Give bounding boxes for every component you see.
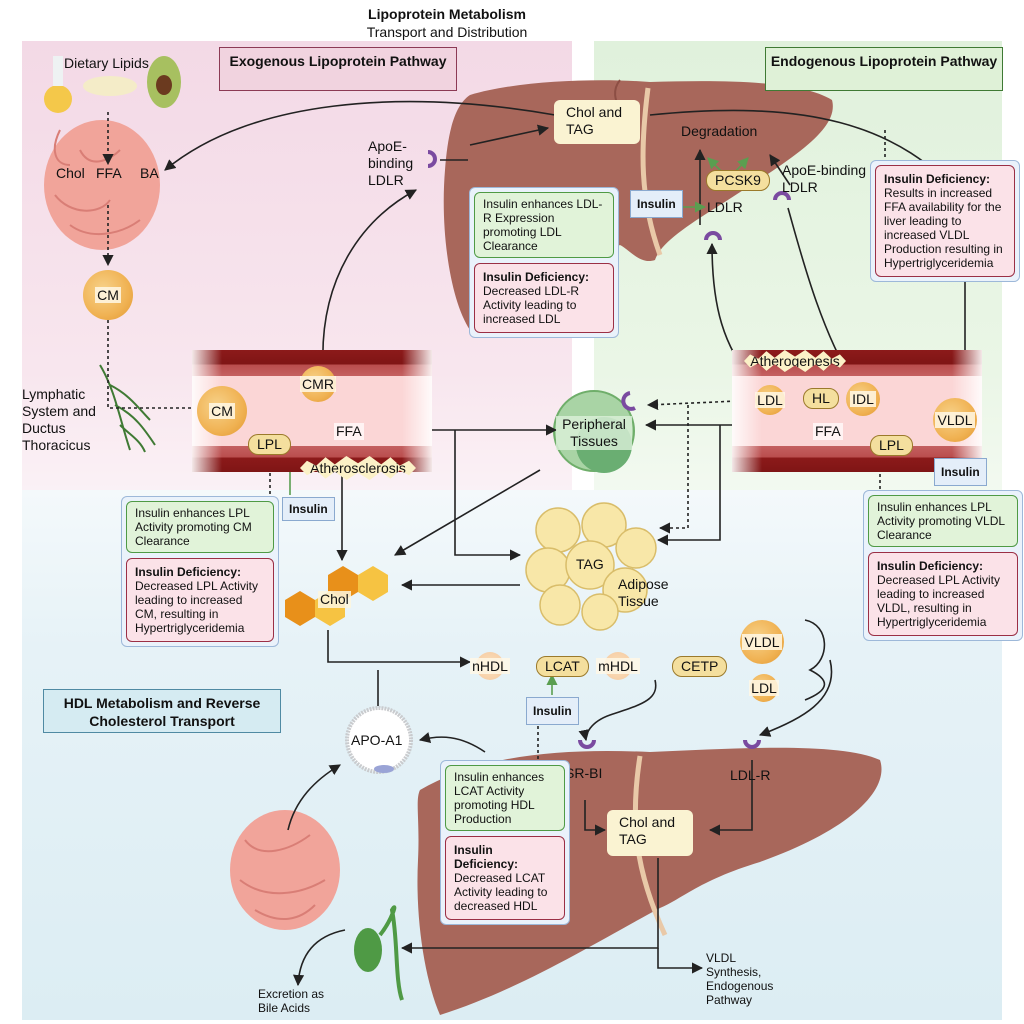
apoa1-ring [345, 706, 413, 774]
intestine-bottom-illustration [230, 810, 340, 930]
insulin-box-lpl-right: Insulin [934, 458, 987, 486]
ffa-label-right: FFA [813, 423, 843, 440]
exogenous-pathway-header: Exogenous Lipoprotein Pathway [219, 47, 457, 91]
lpl-enzyme-left: LPL [248, 434, 291, 455]
vldl-particle-hdl: VLDL [740, 620, 784, 664]
note-lcat-deficiency: Insulin Deficiency:Decreased LCAT Activi… [445, 836, 565, 920]
intestine-ffa-label: FFA [96, 165, 122, 181]
gallbladder-illustration [354, 905, 404, 1001]
cetp-enzyme: CETP [672, 656, 728, 677]
srbi-receptor-icon [578, 739, 596, 749]
note-lpl-vldl-enhance: Insulin enhances LPL Activity promoting … [868, 495, 1018, 547]
lymphatic-illustration [99, 364, 156, 453]
ldlr-bottom-label: LDL-R [730, 767, 771, 783]
idl-particle: IDL [846, 382, 880, 416]
ldlr-receptor-icon [704, 231, 722, 241]
insulin-box-ldlr: Insulin [630, 190, 683, 218]
diagram-title: Lipoprotein Metabolism [368, 6, 526, 22]
liver-bottom-chol-tag: Chol and TAG [607, 810, 693, 856]
ldlr-bottom-receptor-icon [743, 739, 761, 749]
note-ldlr-deficiency: Insulin Deficiency:Decreased LDL-R Activ… [474, 263, 614, 333]
liver-top-chol-tag: Chol and TAG [554, 100, 640, 144]
chylomicron-intestine: CM [83, 270, 133, 320]
apoe-ldlr-left-label: ApoE-binding LDLR [368, 138, 414, 188]
note-ldlr-enhance: Insulin enhances LDL-R Expression promot… [474, 192, 614, 258]
chylomicron-vessel: CM [197, 386, 247, 436]
degradation-label: Degradation [681, 123, 758, 139]
ldl-particle-vessel: LDL [755, 385, 785, 415]
excretion-bile-acids-label: Excretion as Bile Acids [258, 987, 325, 1015]
vldl-synthesis-label: VLDL Synthesis, Endogenous Pathway [706, 951, 774, 1007]
apoe-ldlr-right-receptor-icon [773, 191, 791, 201]
insulin-box-lcat: Insulin [526, 697, 579, 725]
note-lpl-cm-deficiency: Insulin Deficiency:Decreased LPL Activit… [126, 558, 274, 642]
dietary-lipids-label: Dietary Lipids [64, 55, 149, 71]
apoa1-label: APO-A1 [351, 732, 403, 748]
adipose-tissue-illustration [525, 502, 657, 631]
peripheral-receptor-icon [621, 391, 636, 411]
lcat-enzyme: LCAT [536, 656, 589, 677]
intestine-chol-label: Chol [56, 165, 85, 181]
insulin-box-lpl-left: Insulin [282, 497, 335, 521]
hl-enzyme: HL [803, 388, 839, 409]
lpl-enzyme-right: LPL [870, 435, 913, 456]
apoe-ldlr-receptor-icon [427, 150, 437, 168]
note-lpl-cm-enhance: Insulin enhances LPL Activity promoting … [126, 501, 274, 553]
dietary-lipids-illustration [44, 56, 181, 113]
lymphatic-system-label: Lymphatic System and Ductus Thoracicus [22, 386, 96, 453]
note-lpl-vldl: Insulin enhances LPL Activity promoting … [863, 490, 1023, 641]
adipose-tissue-label: Adipose Tissue [618, 576, 669, 609]
note-lcat: Insulin enhances LCAT Activity promoting… [440, 760, 570, 925]
chylomicron-remnant: CMR [300, 366, 336, 402]
ffa-label-left: FFA [334, 423, 364, 440]
atherogenesis-burst: Atherogenesis [744, 350, 846, 372]
note-lpl-cm: Insulin enhances LPL Activity promoting … [121, 496, 279, 647]
note-vldl-production: Insulin Deficiency:Results in increased … [870, 160, 1020, 282]
tag-label: TAG [576, 556, 604, 572]
apoe-ldlr-right-label: ApoE-binding LDLR [782, 162, 867, 195]
pcsk9-label: PCSK9 [706, 170, 770, 191]
nhdl-particle: nHDL [470, 652, 510, 680]
ldlr-label: LDLR [707, 199, 743, 215]
endogenous-pathway-header: Endogenous Lipoprotein Pathway [765, 47, 1003, 91]
intestine-ba-label: BA [140, 165, 159, 181]
srbi-label: SR-BI [565, 765, 603, 781]
note-lcat-enhance: Insulin enhances LCAT Activity promoting… [445, 765, 565, 831]
note-vldl-production-deficiency: Insulin Deficiency:Results in increased … [875, 165, 1015, 277]
note-ldlr: Insulin enhances LDL-R Expression promot… [469, 187, 619, 338]
vldl-particle-vessel: VLDL [933, 398, 977, 442]
note-lpl-vldl-deficiency: Insulin Deficiency:Decreased LPL Activit… [868, 552, 1018, 636]
peripheral-tissues-label: Peripheral Tissues [556, 416, 632, 450]
intestine-top-illustration [44, 120, 160, 250]
diagram-subtitle: Transport and Distribution [366, 24, 528, 40]
mhdl-particle: mHDL [596, 652, 640, 680]
ldl-particle-hdl: LDL [749, 674, 779, 702]
hdl-pathway-header: HDL Metabolism and Reverse Cholesterol T… [43, 689, 281, 733]
chol-hexagon-label: Chol [318, 591, 351, 608]
